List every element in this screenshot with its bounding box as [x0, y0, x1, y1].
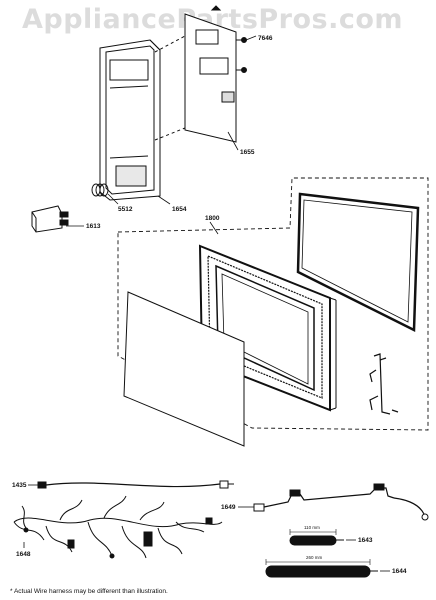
leader-1655	[227, 131, 239, 151]
control-board-1655	[154, 5, 247, 143]
part-label-1435: 1435	[12, 482, 27, 489]
part-label-1800: 1800	[205, 215, 220, 222]
part-label-1649: 1649	[221, 504, 236, 511]
spring-5512	[91, 183, 109, 197]
dimension-110mm: 110 mm	[304, 525, 320, 530]
wire-1644	[265, 559, 378, 578]
part-label-1648: 1648	[16, 551, 31, 558]
leader-1654	[157, 195, 171, 205]
part-label-7646: 7646	[258, 35, 273, 42]
wire-harness-1648	[13, 495, 223, 559]
wire-1643	[289, 529, 344, 546]
part-label-1643: 1643	[358, 537, 373, 544]
dimension-260mm: 260 mm	[306, 555, 323, 560]
door-back-frame	[296, 192, 420, 332]
leader-5512	[107, 193, 119, 205]
part-label-1654: 1654	[172, 206, 187, 213]
door-glass-panel	[123, 291, 245, 447]
wire-1649	[253, 483, 429, 521]
door-latch	[369, 353, 399, 415]
wire-1435	[37, 480, 234, 489]
part-label-1613: 1613	[86, 223, 101, 230]
leader-1800	[209, 221, 219, 235]
door-button-1613	[31, 205, 69, 233]
leader-7646	[245, 35, 257, 41]
part-label-1655: 1655	[240, 149, 255, 156]
part-label-1644: 1644	[392, 568, 407, 575]
control-panel-1654	[99, 39, 161, 201]
footnote: * Actual Wire harness may be different t…	[10, 588, 168, 595]
part-label-5512: 5512	[118, 206, 133, 213]
